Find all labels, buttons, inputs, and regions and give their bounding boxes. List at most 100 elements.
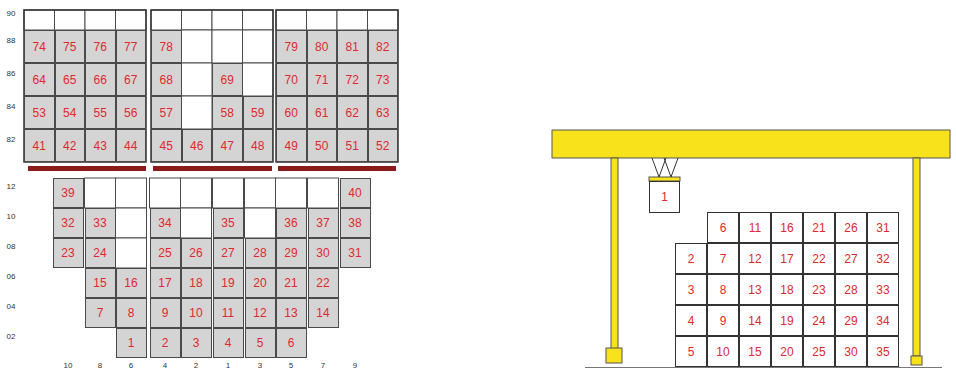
bay-slot: 70 — [276, 63, 307, 96]
crane-leg — [611, 158, 618, 350]
stacked-container: 20 — [771, 336, 803, 367]
bay-slot: 69 — [212, 63, 243, 96]
bay-slot: 75 — [55, 30, 86, 63]
empty-slot — [151, 10, 182, 30]
tier-number: 06 — [7, 273, 16, 281]
bay-slot: 47 — [212, 129, 243, 162]
bay-slot: 22 — [308, 268, 339, 298]
bay-slot: 17 — [150, 268, 181, 298]
empty-slot — [307, 10, 338, 30]
container-number: 17 — [780, 253, 793, 265]
container-number: 13 — [284, 307, 297, 319]
container-number: 15 — [748, 346, 761, 358]
bay-slot: 64 — [24, 63, 55, 96]
container-number: 40 — [348, 187, 361, 199]
bay-slot: 6 — [276, 328, 307, 358]
container-number: 26 — [189, 247, 202, 259]
empty-slot — [276, 178, 307, 208]
container-number: 14 — [316, 307, 329, 319]
empty-slot — [85, 178, 116, 208]
bay-slot: 39 — [53, 178, 84, 208]
bay-slot: 71 — [307, 63, 338, 96]
container-number: 8 — [720, 284, 727, 296]
tier-number: 08 — [7, 243, 16, 251]
bay-slot: 10 — [181, 298, 212, 328]
container-number: 16 — [780, 222, 793, 234]
bay-slot: 43 — [85, 129, 116, 162]
stacked-container: 7 — [707, 243, 739, 274]
empty-slot — [116, 178, 147, 208]
bay-slot: 81 — [337, 30, 368, 63]
container-number: 28 — [253, 247, 266, 259]
bay-slot: 54 — [55, 96, 86, 129]
empty-slot — [212, 10, 243, 30]
tier-number: 04 — [7, 303, 16, 311]
container-number: 36 — [284, 217, 297, 229]
stacked-container: 8 — [707, 274, 739, 305]
container-number: 19 — [780, 315, 793, 327]
container-number: 33 — [876, 284, 889, 296]
container-number: 1 — [128, 337, 135, 349]
bay-slot: 72 — [337, 63, 368, 96]
container-number: 5 — [688, 346, 695, 358]
bay-slot: 53 — [24, 96, 55, 129]
container-number: 10 — [189, 307, 202, 319]
tier-number: 90 — [7, 10, 16, 18]
container-number: 30 — [844, 346, 857, 358]
bay-slot: 38 — [340, 208, 371, 238]
bay-slot: 44 — [116, 129, 147, 162]
empty-slot — [116, 10, 147, 30]
stacked-container: 9 — [707, 305, 739, 336]
bay-slot: 13 — [276, 298, 307, 328]
bay-slot: 26 — [181, 238, 212, 268]
bay-slot: 5 — [245, 328, 276, 358]
container-number: 49 — [285, 140, 298, 152]
container-number: 51 — [346, 140, 359, 152]
container-number: 11 — [749, 222, 761, 234]
hatch-frame — [276, 10, 398, 162]
bay-slot: 66 — [85, 63, 116, 96]
container-number: 6 — [288, 337, 295, 349]
container-number: 2 — [162, 337, 169, 349]
container-number: 77 — [124, 41, 137, 53]
row-number: 8 — [98, 362, 102, 370]
container-number: 82 — [376, 41, 389, 53]
container-number: 21 — [284, 277, 297, 289]
container-number: 2 — [688, 253, 695, 265]
empty-slot — [182, 63, 213, 96]
crane-foot — [606, 348, 622, 363]
container-number: 16 — [124, 277, 137, 289]
container-number: 74 — [33, 41, 46, 53]
container-number: 31 — [876, 222, 889, 234]
container-number: 34 — [876, 315, 889, 327]
bay-slot: 63 — [368, 96, 399, 129]
row-number: 4 — [163, 362, 167, 370]
stacked-container: 3 — [675, 274, 707, 305]
tier-number: 02 — [7, 333, 16, 341]
stacked-container: 29 — [835, 305, 867, 336]
bay-slot: 11 — [213, 298, 244, 328]
tier-number: 86 — [7, 70, 16, 78]
bay-slot: 2 — [150, 328, 181, 358]
empty-slot — [182, 10, 213, 30]
container-number: 10 — [716, 346, 729, 358]
empty-slot — [116, 238, 147, 268]
bay-slot: 45 — [151, 129, 182, 162]
crane-beam — [552, 130, 950, 158]
bay-slot: 3 — [181, 328, 212, 358]
container-number: 38 — [348, 217, 361, 229]
bay-slot: 16 — [116, 268, 147, 298]
empty-slot — [276, 10, 307, 30]
stacked-container: 21 — [803, 212, 835, 243]
container-number: 63 — [376, 107, 389, 119]
hatch-cover — [278, 166, 396, 171]
empty-slot — [337, 10, 368, 30]
bay-slot: 55 — [85, 96, 116, 129]
container-number: 4 — [688, 315, 695, 327]
row-number: 7 — [321, 362, 325, 370]
bay-slot: 4 — [213, 328, 244, 358]
container-number: 60 — [285, 107, 298, 119]
empty-slot — [181, 208, 212, 238]
stacked-container: 15 — [739, 336, 771, 367]
